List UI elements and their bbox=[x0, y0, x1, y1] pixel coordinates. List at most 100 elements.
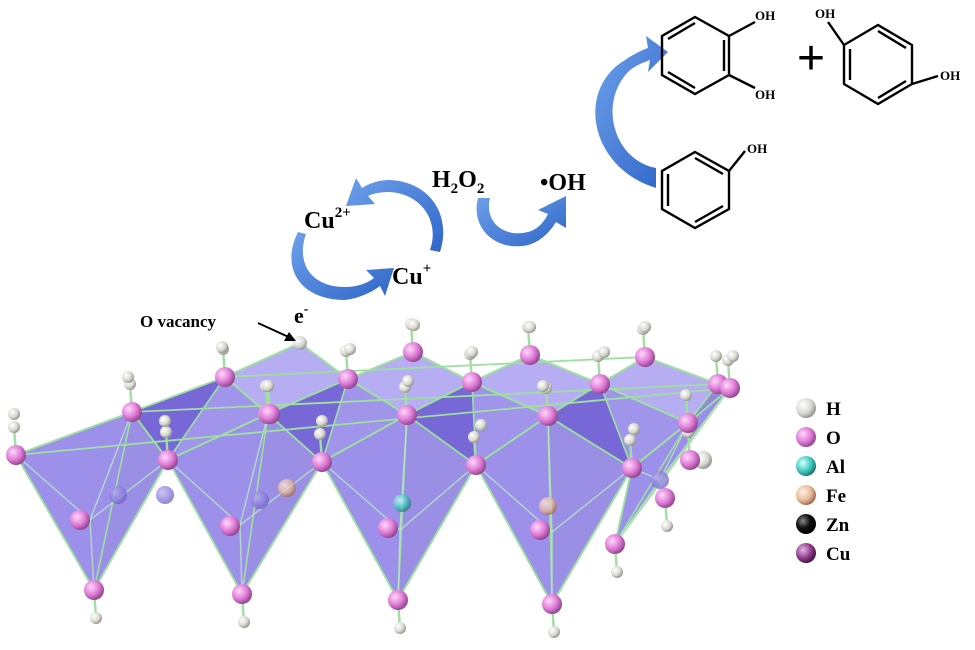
hydrogen-atom bbox=[611, 566, 623, 578]
legend-swatch-zn bbox=[796, 514, 816, 534]
arrow-phenol-to-products bbox=[595, 36, 668, 188]
metal-cation bbox=[251, 491, 269, 509]
octahedron-back-face bbox=[266, 377, 350, 464]
hydrogen-atom bbox=[160, 426, 172, 438]
octahedron-edge bbox=[89, 411, 133, 521]
hydrogen-atom bbox=[394, 622, 406, 634]
hydroquinone-oh-bottom: OH bbox=[940, 68, 960, 83]
legend-swatch-h bbox=[796, 398, 816, 418]
catechol-molecule bbox=[660, 15, 756, 96]
ldh-layer bbox=[6, 318, 740, 638]
hydrogen-atom bbox=[8, 408, 20, 420]
hydrogen-atom bbox=[598, 346, 610, 358]
metal-cation bbox=[278, 479, 296, 497]
hydrogen-atom bbox=[680, 389, 692, 401]
octahedron-edge bbox=[659, 387, 731, 481]
hydrogen-atom bbox=[216, 341, 228, 353]
o-vacancy-pointer-head bbox=[284, 332, 296, 341]
legend-swatch-al bbox=[796, 456, 816, 476]
oxygen-atom bbox=[542, 594, 562, 614]
legend-label-cu: Cu bbox=[826, 544, 851, 565]
oxygen-atom bbox=[260, 404, 280, 424]
arrow-cu2-to-cu1 bbox=[291, 232, 394, 300]
h2o2-label: H2O2 bbox=[432, 167, 484, 197]
hydrogen-atom bbox=[661, 520, 673, 532]
hydrogen-atom bbox=[628, 423, 640, 435]
octahedron-back-face bbox=[405, 380, 477, 467]
hydrogen-atom bbox=[316, 415, 328, 427]
metal-cation bbox=[539, 497, 557, 515]
oxygen-atom bbox=[462, 372, 482, 392]
hydroquinone-molecule bbox=[827, 21, 939, 106]
cu1-label: Cu+ bbox=[392, 261, 431, 290]
octahedron-edge bbox=[167, 459, 241, 526]
arrow-cu1-to-cu2 bbox=[346, 178, 444, 252]
octahedron-edge bbox=[15, 454, 91, 521]
oxygen-atom bbox=[678, 413, 698, 433]
hydrogen-atom bbox=[159, 415, 171, 427]
legend-swatch-o bbox=[796, 427, 816, 447]
cu2-label: Cu2+ bbox=[304, 205, 351, 234]
o-vacancy-label: O vacancy bbox=[140, 312, 217, 331]
oxygen-atom bbox=[122, 402, 142, 422]
oxygen-atom bbox=[680, 450, 700, 470]
arrow-h2o2-to-radical bbox=[476, 196, 566, 247]
hydrogen-atom bbox=[90, 612, 102, 624]
octahedron-edge bbox=[399, 464, 477, 531]
octahedron-faces bbox=[14, 341, 732, 607]
oxygen-atom bbox=[590, 374, 610, 394]
oxygen-atom bbox=[635, 347, 655, 367]
hydroquinone-oh-top: OH bbox=[815, 6, 835, 21]
oxygen-atom bbox=[215, 367, 235, 387]
hydrogen-atoms bbox=[8, 318, 739, 638]
metal-cation bbox=[156, 486, 174, 504]
legend-label-al: Al bbox=[826, 457, 845, 478]
hydrogen-atom bbox=[262, 380, 274, 392]
oxygen-atom bbox=[378, 518, 398, 538]
hydrogen-atom bbox=[402, 375, 414, 387]
legend-label-fe: Fe bbox=[826, 486, 846, 507]
legend-swatch-cu bbox=[796, 543, 816, 563]
metal-cation bbox=[651, 471, 669, 489]
layer-edge bbox=[131, 383, 719, 413]
octahedron-edge bbox=[614, 479, 661, 545]
octahedron-edge bbox=[89, 459, 169, 521]
interior-cations bbox=[109, 471, 669, 515]
hydrogen-atom bbox=[238, 616, 250, 628]
hydrogen-atom bbox=[524, 321, 536, 333]
oxygen-atom bbox=[655, 488, 675, 508]
catechol-oh-bottom: OH bbox=[755, 87, 775, 102]
oxygen-atom bbox=[338, 369, 358, 389]
octahedron-edge bbox=[89, 519, 95, 591]
phenol-oh: OH bbox=[747, 141, 767, 156]
hydroxyl-radical-label: •OH bbox=[540, 170, 586, 196]
octahedron-edges bbox=[15, 356, 731, 604]
oxygen-atom bbox=[220, 516, 240, 536]
octahedron-side-face bbox=[614, 422, 689, 545]
phenol-molecule bbox=[660, 150, 746, 230]
oxygen-atom bbox=[720, 378, 740, 398]
hydrogen-atom bbox=[475, 419, 487, 431]
oxygen-atom bbox=[6, 445, 26, 465]
hydrogen-atom bbox=[710, 350, 722, 362]
oxygen-atom bbox=[520, 345, 540, 365]
oxygen-atom bbox=[312, 452, 332, 472]
oxygen-vacancy-site bbox=[293, 336, 307, 350]
octahedron-back-face bbox=[546, 382, 634, 470]
oxygen-atom bbox=[622, 458, 642, 478]
legend-label-zn: Zn bbox=[826, 515, 850, 536]
oxygen-atom bbox=[538, 406, 558, 426]
hydrogen-atom bbox=[122, 371, 134, 383]
oxygen-atom bbox=[70, 510, 90, 530]
oxygen-atom bbox=[530, 520, 550, 540]
layer-edge bbox=[224, 356, 646, 378]
oxygen-atom bbox=[388, 590, 408, 610]
hydrogen-atom bbox=[466, 346, 478, 358]
layer-edge bbox=[15, 387, 731, 456]
hydrogen-atom bbox=[727, 350, 739, 362]
hydrogen-atom bbox=[548, 626, 560, 638]
hydrogen-atom bbox=[344, 343, 356, 355]
